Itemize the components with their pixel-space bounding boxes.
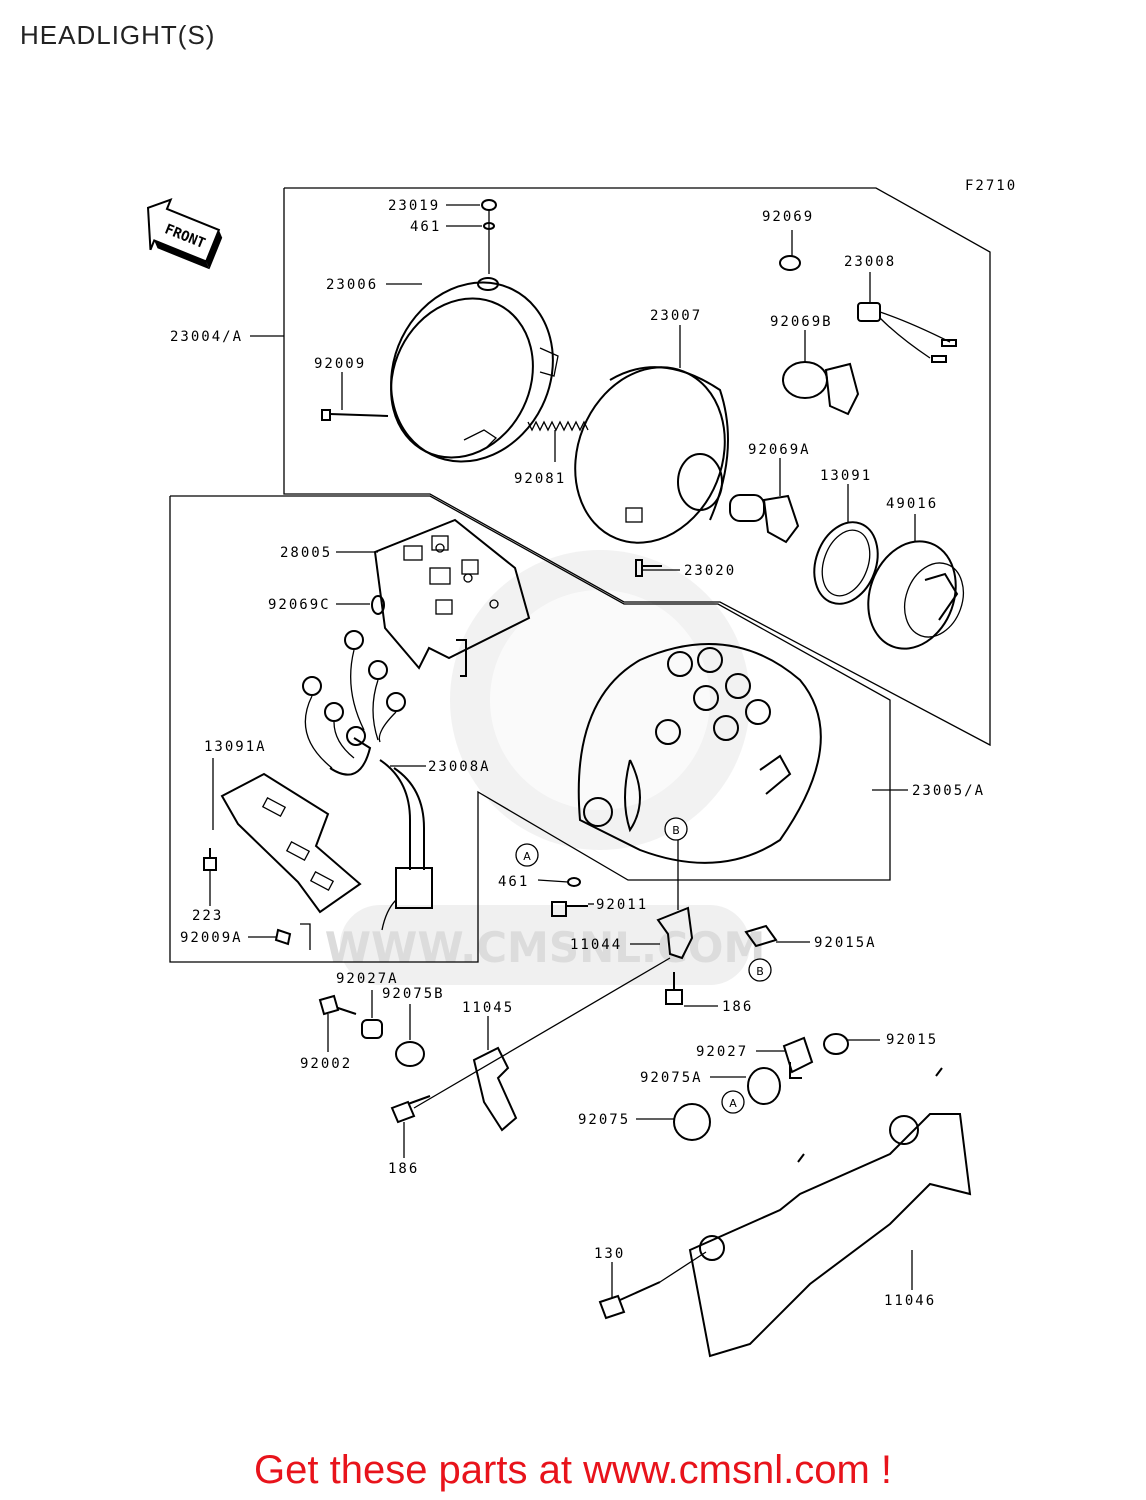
bracket-13091a <box>212 758 362 914</box>
bulb-92069c <box>371 595 385 615</box>
grommet-92075 <box>673 1103 711 1141</box>
svg-text:B: B <box>672 824 680 837</box>
headlight-shell-23005 <box>577 643 822 864</box>
part-label: 92075A <box>640 1070 703 1086</box>
part-label: 13091 <box>820 468 872 484</box>
screw-92009 <box>321 409 389 421</box>
part-label: 23019 <box>388 198 440 214</box>
svg-text:B: B <box>756 965 764 978</box>
part-label: 186 <box>388 1161 419 1177</box>
callout-circle-b-lower: B <box>748 958 772 982</box>
part-label: 23008 <box>844 254 896 270</box>
bulb-92069b <box>782 330 860 416</box>
part-label: 92081 <box>514 471 566 487</box>
headlight-housing-23007 <box>574 366 729 544</box>
grommet-92075a <box>747 1067 781 1105</box>
collar-92027a <box>361 1019 383 1039</box>
wire-harness-23008a <box>302 630 433 931</box>
stay-11045 <box>472 1046 518 1132</box>
footer-link-text[interactable]: Get these parts at www.cmsnl.com ! <box>254 1448 892 1492</box>
part-label: 461 <box>498 874 529 890</box>
headlight-stay-11046 <box>688 1067 972 1358</box>
callout-circle-a-lower: A <box>721 1090 745 1114</box>
nut-92015 <box>823 1033 849 1055</box>
part-label: 11046 <box>884 1293 936 1309</box>
part-label: 92009 <box>314 356 366 372</box>
socket-23008 <box>857 272 957 363</box>
collar-92027 <box>782 1036 814 1079</box>
part-label: 130 <box>594 1246 625 1262</box>
headlight-rim-23006 <box>390 277 559 463</box>
part-label: 92075 <box>578 1112 630 1128</box>
ring-13091 <box>813 484 879 605</box>
meter-bracket-28005 <box>373 518 531 677</box>
part-label: 23005/A <box>912 783 985 799</box>
leader-lines <box>209 204 913 1298</box>
cover-49016 <box>867 514 964 650</box>
part-label: 461 <box>410 219 441 235</box>
part-label: 11045 <box>462 1000 514 1016</box>
part-label: 23007 <box>650 308 702 324</box>
part-label: 92015A <box>814 935 877 951</box>
part-label: 92075B <box>382 986 445 1002</box>
callout-circle-a-upper: A <box>515 843 539 867</box>
part-label: 92011 <box>596 897 648 913</box>
spring-92081 <box>527 420 589 432</box>
svg-text:A: A <box>523 850 531 863</box>
bolt-92002 <box>318 994 357 1016</box>
part-label: 186 <box>722 999 753 1015</box>
part-label: 23004/A <box>170 329 243 345</box>
bolt-130 <box>598 1281 661 1320</box>
screw-92011 <box>551 901 588 917</box>
part-label: 49016 <box>886 496 938 512</box>
part-label: 11044 <box>570 937 622 953</box>
part-label: 92069A <box>748 442 811 458</box>
nut-92015a <box>744 924 778 948</box>
part-label: 13091A <box>204 739 267 755</box>
part-labels: 23019 461 23006 23004/A 92009 92069 2300… <box>170 198 985 1309</box>
screw-92009a <box>274 928 292 946</box>
washer-461 <box>483 222 495 230</box>
part-label: 23008A <box>428 759 491 775</box>
part-label: 92002 <box>300 1056 352 1072</box>
part-label: 223 <box>192 908 223 924</box>
part-label: 92009A <box>180 930 243 946</box>
part-label: 92069 <box>762 209 814 225</box>
front-arrow-icon: FRONT <box>146 198 223 270</box>
part-label: 92027A <box>336 971 399 987</box>
part-label: 92069B <box>770 314 833 330</box>
screw-23019 <box>481 199 497 274</box>
callout-circle-b-upper: B <box>664 817 688 841</box>
part-label: 92015 <box>886 1032 938 1048</box>
bracket-11044 <box>656 906 694 960</box>
group-box-23005 <box>169 495 891 963</box>
grommet-92075b <box>395 1041 425 1067</box>
svg-text:A: A <box>729 1097 737 1110</box>
clip-23020 <box>635 559 662 577</box>
bulb-92069 <box>779 230 801 271</box>
part-label: 92027 <box>696 1044 748 1060</box>
page-title: HEADLIGHT(S) <box>20 20 216 50</box>
part-label: 92069C <box>268 597 331 613</box>
nut-461-lower <box>567 877 581 887</box>
screw-223 <box>203 848 217 871</box>
watermark-logo <box>340 550 750 985</box>
figure-ref-code: F2710 <box>965 178 1017 194</box>
part-label: 23006 <box>326 277 378 293</box>
group-box-23004 <box>283 187 991 747</box>
bolt-186-upper <box>665 972 683 1005</box>
part-label: 28005 <box>280 545 332 561</box>
bulb-92069a <box>729 458 800 544</box>
bolt-186-lower <box>390 1095 431 1124</box>
watermark-text: WWW.CMSNL.COM <box>325 923 766 972</box>
part-label: 23020 <box>684 563 736 579</box>
